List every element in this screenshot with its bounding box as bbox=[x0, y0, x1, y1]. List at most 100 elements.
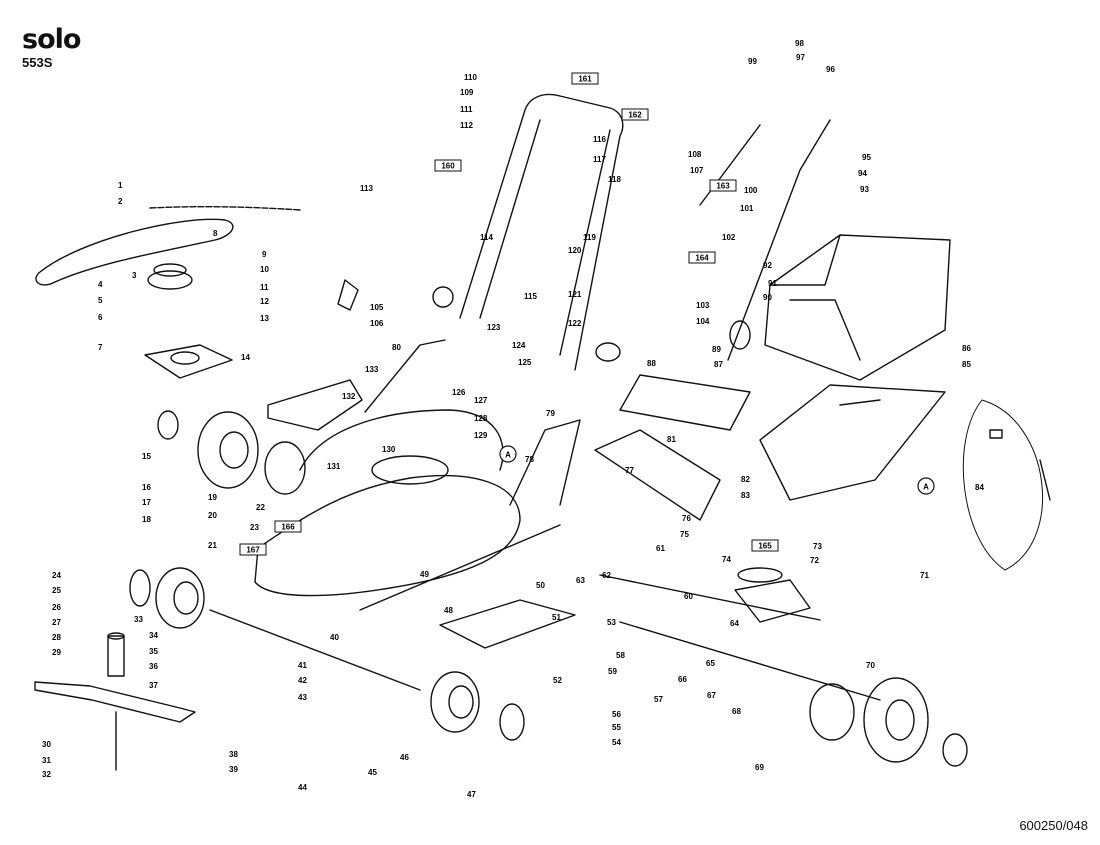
part-label: 113 bbox=[360, 184, 373, 193]
part-label: 129 bbox=[474, 431, 488, 440]
part-label: 10 bbox=[260, 265, 269, 274]
part-label: 62 bbox=[602, 571, 611, 580]
part-label: 68 bbox=[732, 707, 741, 716]
part-label: 89 bbox=[712, 345, 721, 354]
part-label: 12 bbox=[260, 297, 269, 306]
part-label: 3 bbox=[132, 271, 137, 280]
detail-a-view bbox=[962, 399, 1044, 571]
part-label: 125 bbox=[518, 358, 532, 367]
part-label: 110 bbox=[464, 73, 477, 82]
part-label: 33 bbox=[134, 615, 143, 624]
part-label: 21 bbox=[208, 541, 217, 550]
part-label: 115 bbox=[524, 292, 537, 301]
part-label: 30 bbox=[42, 740, 51, 749]
part-label: 107 bbox=[690, 166, 704, 175]
part-label: 35 bbox=[149, 647, 158, 656]
part-label: 8 bbox=[213, 229, 218, 238]
reference-box bbox=[621, 108, 649, 121]
upper-handle bbox=[459, 93, 624, 371]
reference-box bbox=[239, 543, 267, 556]
part-label: 83 bbox=[741, 491, 750, 500]
part-label: 130 bbox=[382, 445, 396, 454]
part-label: 82 bbox=[741, 475, 750, 484]
rear-flap bbox=[619, 374, 751, 431]
part-label: 50 bbox=[536, 581, 545, 590]
part-label: 72 bbox=[810, 556, 819, 565]
front-wheel-left bbox=[155, 567, 205, 629]
part-label: 91 bbox=[768, 279, 777, 288]
part-label: 75 bbox=[680, 530, 689, 539]
part-label: 64 bbox=[730, 619, 739, 628]
reference-box bbox=[751, 539, 779, 552]
reference-box-label: 166 bbox=[281, 523, 295, 532]
bag-frame bbox=[759, 384, 946, 501]
part-label: 44 bbox=[298, 783, 307, 792]
rear-wheel-left bbox=[197, 411, 259, 489]
part-label: 78 bbox=[525, 455, 534, 464]
part-label: 58 bbox=[616, 651, 625, 660]
reference-box-label: 165 bbox=[758, 542, 772, 551]
part-label: 56 bbox=[612, 710, 621, 719]
part-label: 77 bbox=[625, 466, 634, 475]
part-label: 45 bbox=[368, 768, 377, 777]
part-label: 65 bbox=[706, 659, 715, 668]
part-label: 93 bbox=[860, 185, 869, 194]
part-label: 47 bbox=[467, 790, 476, 799]
part-label: 85 bbox=[962, 360, 971, 369]
reference-box bbox=[571, 72, 599, 85]
part-label: 55 bbox=[612, 723, 621, 732]
part-label: 20 bbox=[208, 511, 217, 520]
part-label: 69 bbox=[755, 763, 764, 772]
part-label: 59 bbox=[608, 667, 617, 676]
reference-box bbox=[434, 159, 462, 172]
part-label: 111 bbox=[460, 105, 473, 114]
part-label: 22 bbox=[256, 503, 265, 512]
part-label: 133 bbox=[365, 365, 379, 374]
part-label: 14 bbox=[241, 353, 250, 362]
part-label: 118 bbox=[608, 175, 621, 184]
brand-logo: solo bbox=[22, 24, 81, 55]
part-label: 127 bbox=[474, 396, 488, 405]
part-label: 73 bbox=[813, 542, 822, 551]
grass-bag bbox=[764, 234, 951, 381]
part-label: 60 bbox=[684, 592, 693, 601]
reference-box-label: 161 bbox=[578, 75, 592, 84]
detail-a-marker-view: A bbox=[923, 483, 929, 492]
part-label: 32 bbox=[42, 770, 51, 779]
part-label: 101 bbox=[740, 204, 754, 213]
reference-box bbox=[688, 251, 716, 264]
part-label: 132 bbox=[342, 392, 356, 401]
part-label: 76 bbox=[682, 514, 691, 523]
reference-box-label: 164 bbox=[695, 254, 709, 263]
part-label: 46 bbox=[400, 753, 409, 762]
part-label: 97 bbox=[796, 53, 805, 62]
reference-box-label: 162 bbox=[628, 111, 642, 120]
part-label: 31 bbox=[42, 756, 51, 765]
motor-plate bbox=[144, 344, 233, 379]
part-label: 102 bbox=[722, 233, 736, 242]
part-label: 87 bbox=[714, 360, 723, 369]
part-label: 109 bbox=[460, 88, 474, 97]
part-label: 34 bbox=[149, 631, 158, 640]
part-label: 84 bbox=[975, 483, 984, 492]
part-label: 131 bbox=[327, 462, 341, 471]
part-label: 119 bbox=[583, 233, 596, 242]
part-label: 24 bbox=[52, 571, 61, 580]
part-label: 100 bbox=[744, 186, 758, 195]
part-label: 70 bbox=[866, 661, 875, 670]
document-number: 600250/048 bbox=[1019, 818, 1088, 833]
part-label: 6 bbox=[98, 313, 103, 322]
part-label: 13 bbox=[260, 314, 269, 323]
part-label: 104 bbox=[696, 317, 710, 326]
part-label: 9 bbox=[262, 250, 267, 259]
part-label: 108 bbox=[688, 150, 702, 159]
part-label: 124 bbox=[512, 341, 526, 350]
part-label: 1 bbox=[118, 181, 123, 190]
reference-box bbox=[709, 179, 737, 192]
part-label: 18 bbox=[142, 515, 151, 524]
part-label: 16 bbox=[142, 483, 151, 492]
part-label: 95 bbox=[862, 153, 871, 162]
front-axle bbox=[209, 609, 421, 691]
